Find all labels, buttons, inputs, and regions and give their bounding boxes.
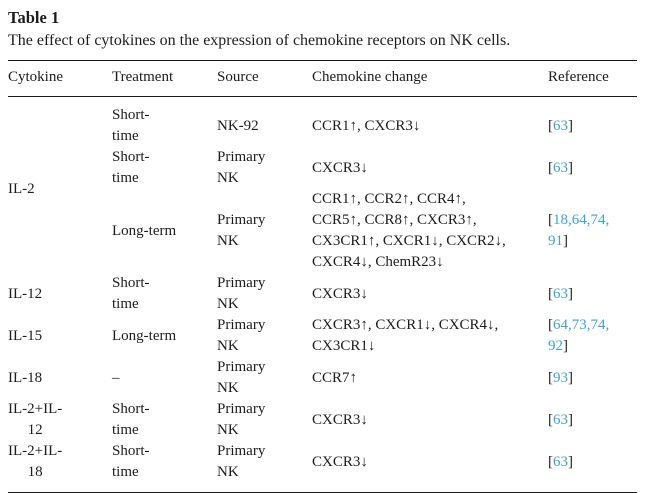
cytokine-cell: IL-18 (8, 357, 112, 399)
reference-link[interactable]: 63 (553, 285, 568, 302)
reference-cell: [18,64,74, 91] (548, 189, 637, 273)
reference-link[interactable]: 93 (553, 369, 568, 386)
cytokine-label: IL-15 (8, 327, 43, 344)
reference-bracket: ] (568, 453, 573, 470)
treatment-cell: Short- time (112, 107, 150, 144)
cytokine-effects-table: Cytokine Treatment Source Chemokine chan… (8, 60, 637, 493)
reference-link[interactable]: 18,64,74, 91 (548, 212, 610, 249)
reference-link[interactable]: 63 (553, 411, 568, 428)
reference-bracket: [ (548, 117, 553, 134)
chemokine-change-cell: CXCR3↓ (312, 411, 368, 428)
source-cell: Primary NK (217, 317, 266, 354)
reference-bracket: ] (568, 117, 573, 134)
chemokine-change-cell: CXCR3↓ (312, 285, 368, 302)
reference-link[interactable]: 63 (553, 159, 568, 176)
cytokine-cell: IL-2+IL- 18 (8, 441, 112, 493)
table-row: Short- time Primary NK CXCR3↓ [63] (8, 147, 637, 189)
cytokine-label: IL-12 (8, 285, 43, 302)
reference-bracket: ] (568, 411, 573, 428)
reference-bracket: [ (548, 285, 553, 302)
reference-cell: [93] (548, 357, 637, 399)
treatment-cell: Short- time (112, 149, 150, 186)
table-title: Table 1 (8, 8, 60, 27)
chemokine-change-cell: CXCR3↑, CXCR1↓, CXCR4↓, CX3CR1↓ (312, 317, 499, 354)
source-cell: Primary NK (217, 443, 266, 480)
treatment-cell: Short- time (112, 443, 150, 480)
cytokine-label: IL-2+IL- 18 (8, 443, 63, 480)
reference-bracket: ] (563, 338, 568, 354)
reference-link[interactable]: 63 (553, 117, 568, 134)
source-cell: Primary NK (217, 359, 266, 396)
reference-cell: [64,73,74, 92] (548, 315, 637, 357)
reference-cell: [63] (548, 97, 637, 148)
cytokine-cell: IL-12 (8, 273, 112, 315)
treatment-cell: Short- time (112, 401, 150, 438)
reference-cell: [63] (548, 441, 637, 493)
reference-bracket: ] (568, 159, 573, 176)
source-cell: NK-92 (217, 117, 259, 134)
reference-bracket: ] (563, 233, 568, 249)
chemokine-change-cell: CCR7↑ (312, 369, 358, 386)
cytokine-label: IL-2+IL- 12 (8, 401, 63, 438)
table-row: IL-12 Short- time Primary NK CXCR3↓ [63] (8, 273, 637, 315)
table-caption: The effect of cytokines on the expressio… (8, 32, 511, 49)
cytokine-cell: IL-15 (8, 315, 112, 357)
reference-bracket: [ (548, 411, 553, 428)
treatment-cell: – (112, 369, 120, 386)
reference-bracket: [ (548, 159, 553, 176)
cytokine-label: IL-2 (8, 180, 35, 197)
column-header-cytokine: Cytokine (8, 60, 112, 97)
reference-cell: [63] (548, 147, 637, 189)
column-header-treatment: Treatment (112, 60, 217, 97)
cytokine-label: IL-18 (8, 369, 43, 386)
cytokine-cell: IL-2+IL- 12 (8, 399, 112, 441)
source-cell: Primary NK (217, 212, 266, 249)
reference-bracket: [ (548, 317, 553, 333)
chemokine-change-cell: CXCR3↓ (312, 453, 368, 470)
source-cell: Primary NK (217, 401, 266, 438)
reference-cell: [63] (548, 273, 637, 315)
table-row: IL-15 Long-term Primary NK CXCR3↑, CXCR1… (8, 315, 637, 357)
reference-bracket: [ (548, 212, 553, 228)
treatment-cell: Long-term (112, 222, 177, 239)
reference-bracket: [ (548, 369, 553, 386)
table-row: IL-2 Short- time NK-92 CCR1↑, CXCR3↓ [63… (8, 97, 637, 197)
reference-bracket: [ (548, 453, 553, 470)
reference-link[interactable]: 63 (553, 453, 568, 470)
chemokine-change-cell: CXCR3↓ (312, 159, 368, 176)
header-row: Cytokine Treatment Source Chemokine chan… (8, 60, 637, 97)
treatment-cell: Long-term (112, 327, 177, 344)
reference-bracket: ] (568, 285, 573, 302)
treatment-cell: Short- time (112, 275, 150, 312)
reference-bracket: ] (568, 369, 573, 386)
table-row: IL-2+IL- 12 Short- time Primary NK CXCR3… (8, 399, 637, 441)
reference-link[interactable]: 64,73,74, 92 (548, 317, 610, 354)
chemokine-change-cell: CCR1↑, CXCR3↓ (312, 117, 421, 134)
chemokine-change-cell: CCR1↑, CCR2↑, CCR4↑, CCR5↑, CCR8↑, CXCR3… (312, 191, 506, 270)
column-header-reference: Reference (548, 60, 637, 97)
cytokine-cell: IL-2 (8, 97, 112, 274)
table-row: Long-term Primary NK CCR1↑, CCR2↑, CCR4↑… (8, 189, 637, 273)
source-cell: Primary NK (217, 275, 266, 312)
table-row: IL-18 – Primary NK CCR7↑ [93] (8, 357, 637, 399)
source-cell: Primary NK (217, 149, 266, 186)
table-row: IL-2+IL- 18 Short- time Primary NK CXCR3… (8, 441, 637, 493)
column-header-chemokine-change: Chemokine change (312, 60, 548, 97)
column-header-source: Source (217, 60, 312, 97)
reference-cell: [63] (548, 399, 637, 441)
